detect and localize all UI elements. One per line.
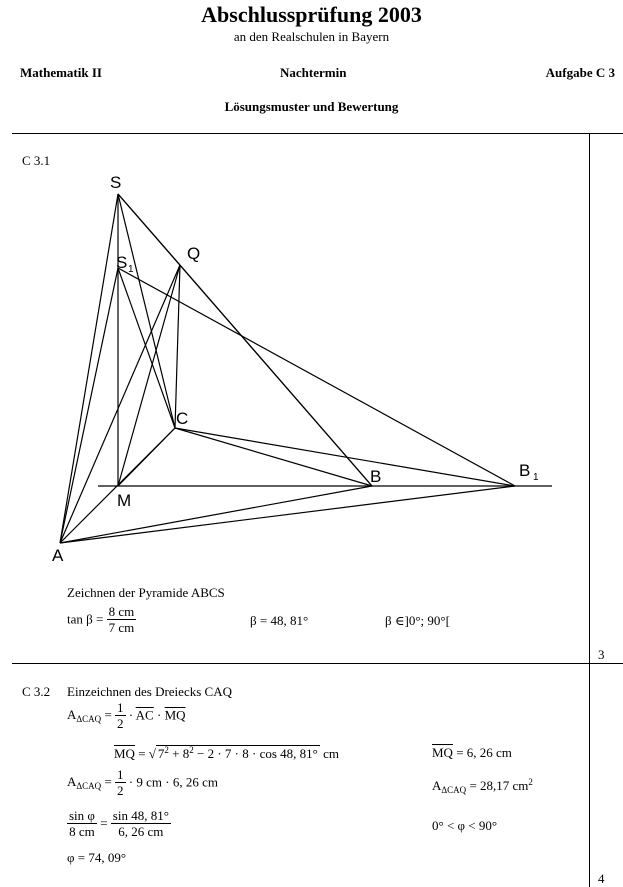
tan-fraction: 8 cm 7 cm	[106, 604, 137, 635]
edge-SA	[59, 193, 119, 544]
edge-AB1	[59, 485, 516, 544]
mq-formula: MQ = √72 + 82 − 2 · 7 · 8 · cos 48, 81° …	[114, 745, 340, 761]
point-label-Q: Q	[187, 244, 200, 263]
task-label: Aufgabe C 3	[545, 65, 615, 80]
tan-beta-equation: tan β = 8 cm 7 cm	[67, 604, 137, 635]
area-subscript: ΔCAQ	[76, 714, 102, 724]
table-top-border	[12, 133, 623, 134]
point-label-B1-sub: 1	[533, 472, 539, 483]
area-computation: AΔCAQ = 1 2 · 9 cm · 6, 26 cm	[67, 767, 218, 798]
part-label-c32: C 3.2	[22, 684, 51, 699]
edge-QB	[179, 264, 373, 487]
edge-CB	[174, 427, 373, 487]
point-label-B1: B	[519, 461, 530, 480]
edge-MC	[117, 427, 176, 487]
edge-S1B1	[117, 267, 516, 487]
score-c32: 4	[598, 871, 605, 886]
point-label-A: A	[52, 546, 64, 565]
edge-SC	[117, 193, 176, 429]
score-c31: 3	[598, 647, 605, 662]
section-heading: Lösungsmuster und Bewertung	[224, 99, 399, 114]
page-subtitle: an den Realschulen in Bayern	[233, 29, 390, 44]
point-label-S: S	[110, 173, 121, 192]
edge-SQ	[117, 193, 181, 266]
edge-MQ	[117, 264, 181, 487]
area-computation-rhs: · 9 cm · 6, 26 cm	[128, 774, 218, 790]
point-label-S1: S	[116, 253, 127, 272]
segment-AC: AC	[135, 707, 154, 723]
table-row-divider	[12, 663, 623, 664]
instruction-draw-pyramid: Zeichnen der Pyramide ABCS	[67, 585, 225, 600]
pyramid-diagram: S S 1 Q C B B 1 M A	[52, 173, 552, 565]
tan-denominator: 7 cm	[108, 620, 135, 635]
edge-QA	[59, 264, 181, 544]
tan-lhs: tan β =	[67, 611, 104, 627]
point-label-M: M	[117, 491, 131, 510]
sine-rule: sin φ 8 cm = sin 48, 81° 6, 26 cm	[67, 808, 171, 839]
area-symbol: A	[67, 707, 77, 722]
term-label: Nachtermin	[280, 65, 347, 80]
mq-result: MQ = 6, 26 cm	[432, 745, 512, 760]
segment-MQ: MQ	[164, 707, 186, 723]
mq-unit: cm	[323, 746, 340, 761]
score-column-border	[589, 133, 590, 887]
beta-range: β ∈]0°; 90°[	[385, 613, 450, 628]
area-formula: AΔCAQ = 1 2 · AC · MQ	[67, 700, 186, 731]
page-title: Abschlussprüfung 2003	[201, 2, 422, 27]
phi-value: φ = 74, 09°	[67, 850, 127, 865]
edge-S1A	[59, 267, 119, 544]
beta-value: β = 48, 81°	[250, 613, 309, 628]
area-result: AΔCAQ = 28,17 cm2	[432, 777, 533, 795]
mq-radicand: 72 + 82 − 2 · 7 · 8 · cos 48, 81°	[155, 745, 320, 761]
part-label-c31: C 3.1	[22, 153, 51, 168]
edge-S1C	[117, 267, 176, 429]
tan-numerator: 8 cm	[106, 604, 137, 620]
instruction-draw-triangle: Einzeichnen des Dreiecks CAQ	[67, 684, 232, 699]
point-label-C: C	[176, 409, 188, 428]
subject-label: Mathematik II	[20, 65, 102, 80]
edge-CB1	[174, 427, 516, 487]
point-label-B: B	[370, 467, 381, 486]
edge-QC	[174, 264, 181, 429]
half-fraction: 1 2	[115, 700, 126, 731]
edge-AB	[59, 485, 373, 544]
point-label-S1-sub: 1	[128, 264, 134, 275]
mq-lhs: MQ	[114, 746, 135, 761]
phi-range: 0° < φ < 90°	[432, 818, 498, 833]
